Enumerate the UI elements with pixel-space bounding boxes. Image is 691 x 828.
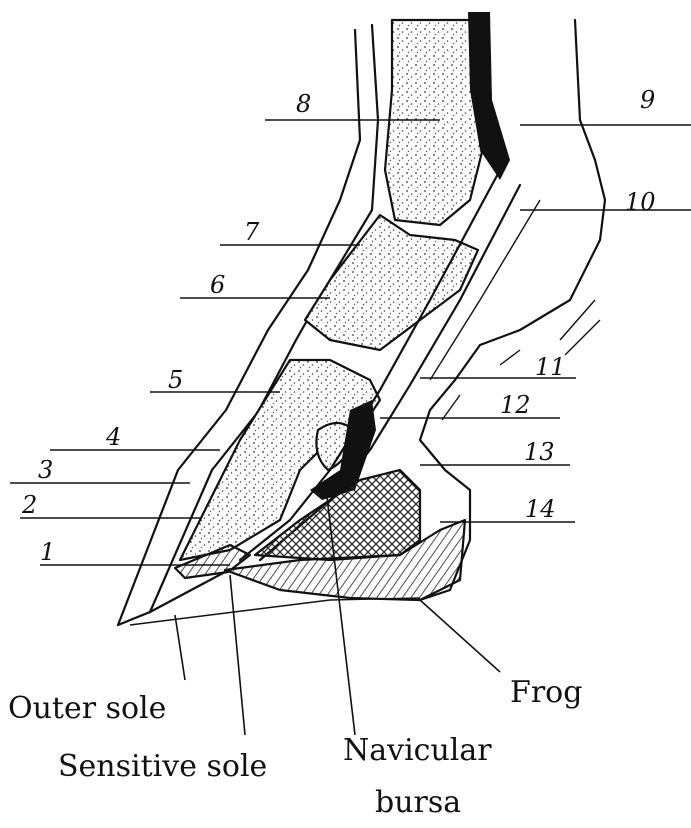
label-5: 5 (168, 366, 183, 394)
caption-frog: Frog (510, 675, 582, 710)
label-4: 4 (105, 423, 121, 451)
label-12: 12 (500, 391, 531, 419)
label-10: 10 (625, 188, 656, 216)
short-pastern-bone (305, 215, 478, 350)
label-8: 8 (296, 90, 311, 118)
label-2: 2 (21, 491, 37, 519)
caption-bursa: bursa (375, 785, 461, 820)
label-14: 14 (525, 495, 556, 523)
label-6: 6 (210, 271, 225, 299)
label-3: 3 (38, 456, 53, 484)
label-11: 11 (535, 353, 566, 381)
label-7: 7 (244, 218, 260, 246)
label-1: 1 (40, 538, 55, 566)
label-9: 9 (640, 86, 655, 114)
caption-outer-sole: Outer sole (8, 691, 166, 726)
label-13: 13 (524, 438, 555, 466)
caption-navicular: Navicular (343, 733, 492, 768)
caption-sensitive-sole: Sensitive sole (58, 749, 267, 784)
